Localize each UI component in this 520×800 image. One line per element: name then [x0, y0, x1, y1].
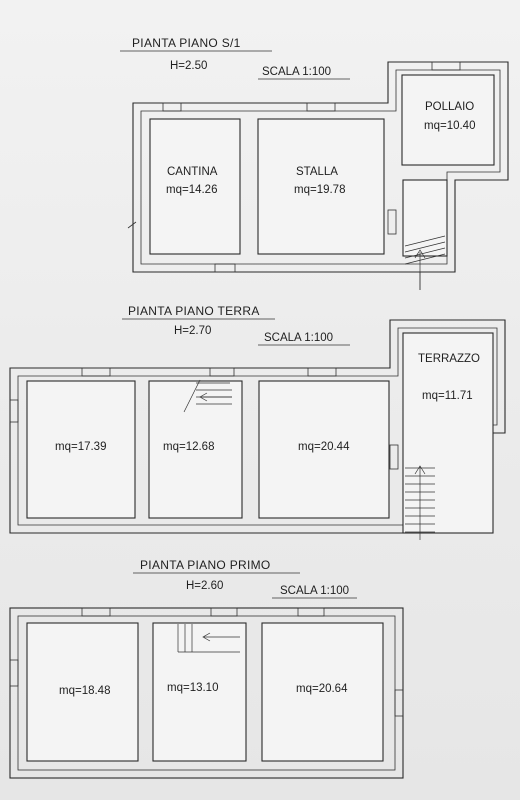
floor-height: H=2.50: [170, 60, 207, 72]
internal-stairs: [177, 624, 240, 653]
floor-title: PIANTA PIANO PRIMO: [140, 558, 271, 572]
floor-title: PIANTA PIANO S/1: [132, 36, 241, 50]
window: [394, 689, 404, 717]
room-area: mq=20.64: [296, 683, 348, 695]
room-3: [258, 380, 390, 519]
inner-wall-line: [17, 327, 498, 526]
floor-scale: SCALA 1:100: [262, 66, 331, 78]
room-area: mq=18.48: [59, 685, 110, 697]
room-area: mq=13.10: [167, 682, 218, 694]
room-area: mq=12.68: [163, 441, 214, 453]
floor-height: H=2.70: [174, 325, 211, 337]
window: [81, 607, 111, 617]
room-3: [261, 622, 384, 762]
room-stalla: [257, 118, 385, 255]
door: [214, 263, 236, 273]
room-1: [26, 380, 136, 519]
window: [431, 61, 461, 71]
room-area: mq=19.78: [294, 184, 345, 196]
floor-title: PIANTA PIANO TERRA: [128, 304, 260, 318]
window: [162, 102, 182, 112]
room-area: mq=17.39: [55, 441, 106, 453]
floor-scale: SCALA 1:100: [280, 585, 349, 597]
outer-wall: [132, 61, 509, 273]
window: [81, 367, 111, 377]
window: [210, 607, 238, 617]
floor-basement: PIANTA PIANO S/1 H=2.50 SCALA 1:100: [120, 36, 509, 290]
room-area: mq=10.40: [424, 120, 475, 132]
entry-stairs: [404, 235, 446, 290]
terrace-stairs: [405, 465, 435, 540]
room-area: mq=20.44: [298, 441, 350, 453]
room-2: [152, 622, 247, 762]
floor-scale: SCALA 1:100: [264, 332, 333, 344]
door: [389, 444, 399, 470]
floor-first: PIANTA PIANO PRIMO H=2.60 SCALA 1:100 mq…: [9, 558, 404, 779]
room-area: mq=11.71: [422, 390, 473, 402]
window: [307, 367, 337, 377]
window: [9, 399, 19, 423]
outer-wall: [9, 319, 506, 534]
room-name: CANTINA: [167, 166, 218, 178]
inner-wall-line: [140, 69, 501, 265]
room-name: TERRAZZO: [418, 353, 480, 365]
room-name: POLLAIO: [425, 101, 474, 113]
wall-mark: [127, 221, 137, 229]
internal-stairs: [183, 379, 232, 413]
room-area: mq=14.26: [166, 184, 217, 196]
door: [387, 209, 397, 235]
window: [297, 607, 325, 617]
room-1: [26, 622, 139, 762]
floor-height: H=2.60: [186, 580, 223, 592]
window: [306, 102, 336, 112]
room-name: STALLA: [296, 166, 338, 178]
window: [209, 367, 235, 377]
room-cantina: [149, 118, 241, 255]
room-pollaio: [401, 74, 495, 166]
floor-ground: PIANTA PIANO TERRA H=2.70 SCALA 1:100: [9, 304, 506, 540]
window: [9, 659, 19, 687]
